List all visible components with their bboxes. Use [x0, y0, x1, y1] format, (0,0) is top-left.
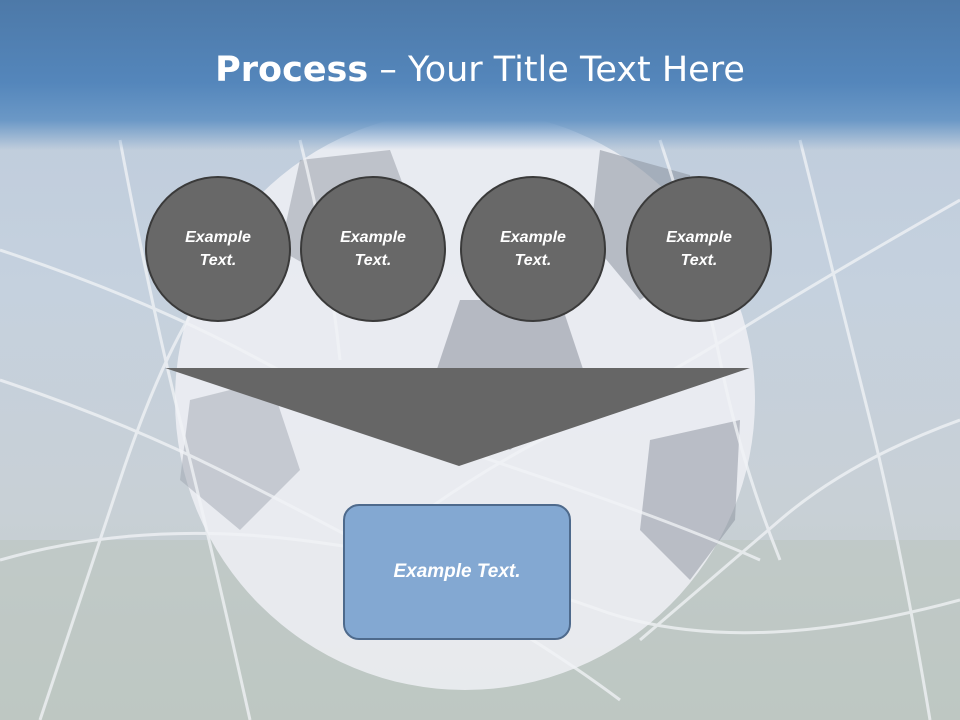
title-bold: Process: [215, 50, 369, 90]
process-step-circle: Example Text.: [460, 176, 606, 322]
process-step-label: Example Text.: [500, 229, 566, 269]
process-step-label: Example Text.: [666, 229, 732, 269]
process-step-circle: Example Text.: [145, 176, 291, 322]
process-step-label: Example Text.: [185, 229, 251, 269]
result-label: Example Text.: [393, 561, 521, 582]
title-band: [0, 0, 960, 150]
process-step-circle: Example Text.: [300, 176, 446, 322]
slide-title: Process – Your Title Text Here: [0, 50, 960, 90]
result-box: Example Text.: [343, 504, 571, 640]
process-step-circle: Example Text.: [626, 176, 772, 322]
funnel-arrow: [165, 368, 750, 466]
process-step-label: Example Text.: [340, 229, 406, 269]
title-rest: – Your Title Text Here: [368, 50, 745, 90]
